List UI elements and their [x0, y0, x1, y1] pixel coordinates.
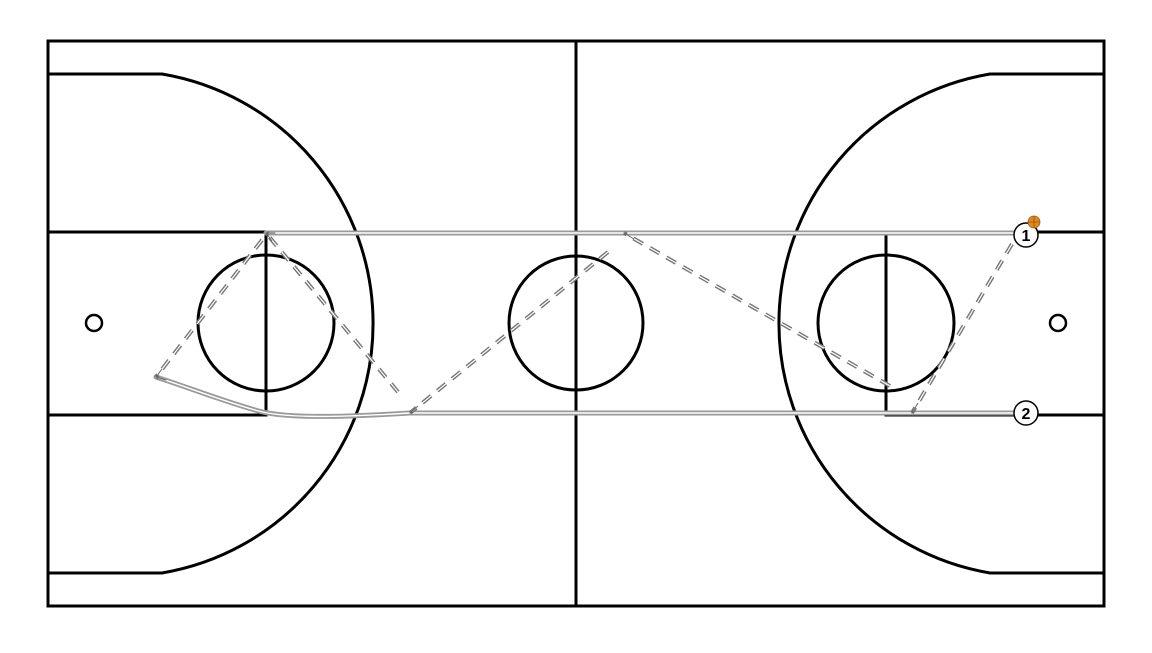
player-2-label: 2	[1022, 406, 1031, 423]
right-key	[884, 230, 1106, 417]
pass-2-to-top-center	[623, 231, 891, 388]
player-1-marker[interactable]: 1	[1013, 222, 1039, 248]
pass-1-to-2	[910, 242, 1014, 415]
player-2-marker[interactable]: 2	[1013, 400, 1039, 426]
right-free-throw-circle	[816, 253, 956, 393]
right-basket	[1048, 313, 1068, 333]
right-three-point-line	[777, 72, 1104, 575]
center-circle	[507, 254, 645, 392]
player-1-label: 1	[1022, 228, 1031, 245]
pass-top-center-to-bottom-left	[408, 250, 610, 415]
left-three-point-line	[48, 72, 375, 575]
pass-top-left-to-layup	[154, 238, 264, 379]
left-basket	[84, 313, 104, 333]
pass-bottom-left-to-top-left	[264, 231, 400, 394]
left-key	[46, 230, 268, 417]
basketball-icon	[1027, 215, 1041, 229]
